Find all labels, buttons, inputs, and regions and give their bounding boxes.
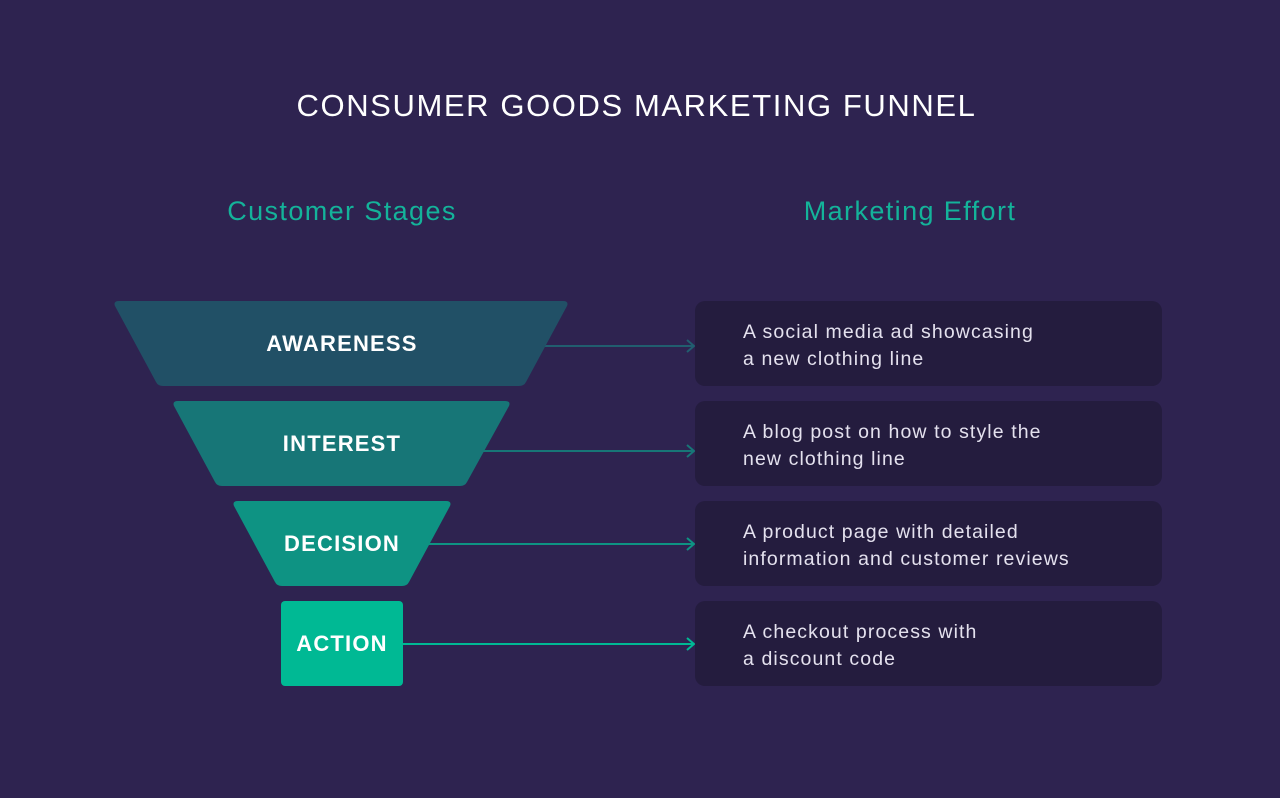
stage-label-awareness: AWARENESS — [266, 331, 418, 356]
effort-text-awareness: A social media ad showcasing a new cloth… — [743, 321, 1034, 370]
awareness-stage-shape — [114, 301, 568, 386]
decision-stage-shape — [233, 501, 451, 586]
stage-label-interest: INTEREST — [282, 431, 402, 456]
effort-card-action: A checkout process with a discount code — [695, 601, 1162, 686]
effort-text-interest: A blog post on how to style the new clot… — [743, 421, 1042, 470]
effort-card-awareness: A social media ad showcasing a new cloth… — [695, 301, 1162, 386]
action-stage-shape — [281, 601, 403, 686]
stage-label-decision: DECISION — [284, 531, 400, 556]
effort-text-decision: A product page with detailed information… — [743, 521, 1070, 570]
customer-stages-heading: Customer Stages — [227, 196, 457, 226]
marketing-effort-heading: Marketing Effort — [803, 196, 1017, 226]
stage-label-action: ACTION — [296, 631, 388, 656]
effort-text-action: A checkout process with a discount code — [743, 621, 978, 670]
interest-stage-shape — [173, 401, 510, 486]
diagram-title: CONSUMER GOODS MARKETING FUNNEL — [296, 88, 977, 123]
effort-card-interest: A blog post on how to style the new clot… — [695, 401, 1162, 486]
effort-card-decision: A product page with detailed information… — [695, 501, 1162, 586]
